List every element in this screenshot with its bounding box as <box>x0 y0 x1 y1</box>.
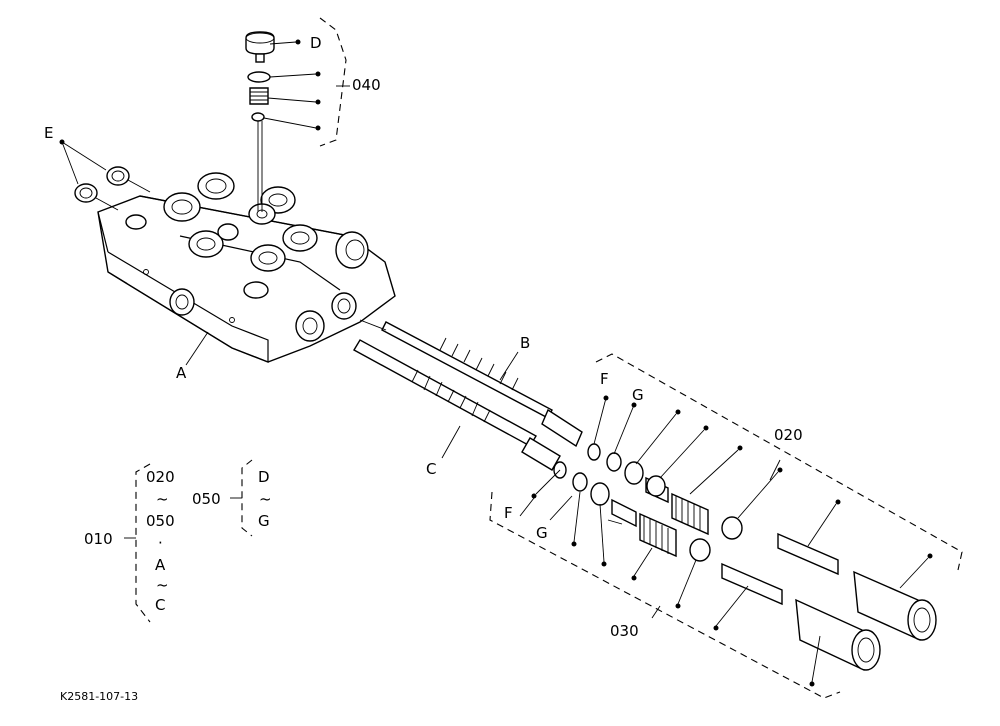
e-rings <box>74 166 151 211</box>
legend-010: 010 020 ~ 050 · A ~ C <box>84 468 175 614</box>
leader-lines <box>59 39 933 687</box>
spool-end-parts-020 <box>587 443 937 641</box>
legend-010-tilde2: ~ <box>156 576 169 594</box>
spool-b <box>359 319 583 448</box>
legend-010-bracket <box>135 463 151 623</box>
legend-010-code: 010 <box>84 530 113 548</box>
valve-body <box>97 172 396 363</box>
spool-end-parts-030 <box>553 461 881 671</box>
label-d: D <box>310 34 322 52</box>
legend-010-line3: A <box>155 556 166 574</box>
group-040-bracket <box>319 17 347 147</box>
legend-050-bracket <box>241 459 253 537</box>
figure-code: K2581-107-13 <box>60 690 138 703</box>
legend-050-line2: G <box>258 512 270 530</box>
label-e: E <box>44 124 53 142</box>
label-040: 040 <box>352 76 381 94</box>
label-a: A <box>176 364 187 382</box>
label-f-lower: F <box>504 504 513 522</box>
legend-010-bullet: · <box>158 534 163 552</box>
group-020-bracket <box>595 353 963 571</box>
label-030: 030 <box>610 622 639 640</box>
label-g-lower: G <box>536 524 548 542</box>
relief-valve-parts <box>245 31 275 212</box>
label-g-upper: G <box>632 386 644 404</box>
legend-050-code: 050 <box>192 490 221 508</box>
legend-010-line4: C <box>155 596 165 614</box>
legend-010-line1: 020 <box>146 468 175 486</box>
legend-010-tilde1: ~ <box>156 490 169 508</box>
legend-050-line1: D <box>258 468 270 486</box>
legend-050: 050 D ~ G <box>192 468 272 530</box>
label-f-upper: F <box>600 370 609 388</box>
label-b: B <box>520 334 530 352</box>
label-c: C <box>426 460 436 478</box>
group-030-bracket <box>489 491 841 699</box>
label-020: 020 <box>774 426 803 444</box>
legend-050-tilde: ~ <box>259 490 272 508</box>
spool-c <box>353 339 561 471</box>
legend-010-line2: 050 <box>146 512 175 530</box>
